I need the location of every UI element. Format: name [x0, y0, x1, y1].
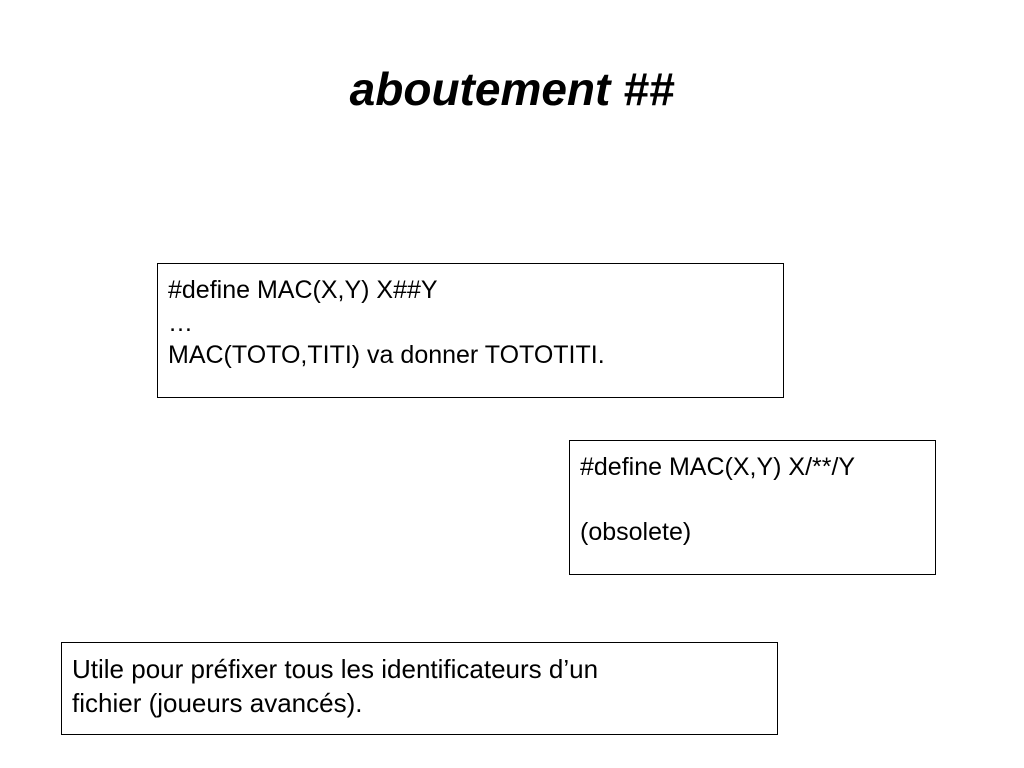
obsolete-note: (obsolete): [580, 518, 692, 546]
code-line-ellipsis: …: [168, 308, 193, 337]
slide-title: aboutement ##: [349, 63, 675, 115]
usage-note-box: Utile pour préfixer tous les identificat…: [61, 642, 778, 735]
code-box-abutment: #define MAC(X,Y) X##Y … MAC(TOTO,TITI) v…: [157, 263, 784, 398]
blank-line: [580, 484, 925, 517]
code-line-define-obsolete: #define MAC(X,Y) X/**/Y: [580, 453, 856, 481]
code-line-example: MAC(TOTO,TITI) va donner TOTOTITI.: [168, 341, 605, 369]
code-box-obsolete: #define MAC(X,Y) X/**/Y (obsolete): [569, 440, 936, 575]
code-line-define: #define MAC(X,Y) X##Y: [168, 276, 438, 304]
usage-line-1: Utile pour préfixer tous les identificat…: [72, 654, 599, 684]
usage-line-2: fichier (joueurs avancés).: [72, 687, 363, 718]
